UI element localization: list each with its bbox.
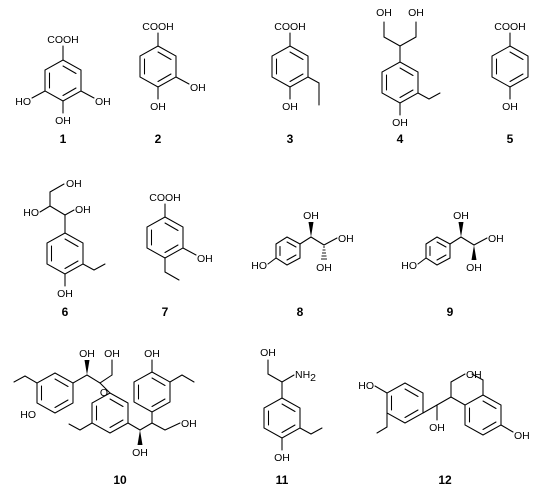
compound-9-oh-label: OH <box>488 233 504 245</box>
compound-8-oh-label: OH <box>338 233 354 245</box>
compound-5-oh-label: OH <box>502 101 518 113</box>
compound-1-oh-label: OH <box>95 96 111 108</box>
compound-3-bonds <box>271 32 320 106</box>
compound-5: COOH OH 5 <box>491 21 529 146</box>
compound-11-bonds <box>263 359 323 451</box>
compound-9-oh-label: OH <box>453 210 469 222</box>
compound-5-bonds <box>491 32 529 100</box>
compound-12: HO OH OH OH 12 <box>358 369 530 487</box>
compound-10-oh-label: OH <box>104 348 120 360</box>
compound-10-oh-label: OH <box>79 348 95 360</box>
compound-12-oh-label: OH <box>466 369 482 381</box>
compound-12-oh-label: OH <box>429 422 445 434</box>
compound-6-oh-label: OH <box>57 288 73 300</box>
compound-10-wedge-bond <box>84 360 90 375</box>
compound-9-ho-label: HO <box>401 260 417 272</box>
compound-10-ether-oxygen-label: O <box>100 387 108 399</box>
compound-2-bonds <box>139 32 190 100</box>
compound-2-oh-label: OH <box>190 82 206 94</box>
compound-10-oh-label: OH <box>132 447 148 459</box>
compound-4-oh-label: OH <box>376 7 392 19</box>
compound-8-number: 8 <box>297 305 304 319</box>
compound-8-oh-label: OH <box>316 262 332 274</box>
compound-4-oh-label: OH <box>392 117 408 129</box>
compound-11-oh-label: OH <box>274 452 290 464</box>
compound-8: OH OH OH HO 8 <box>251 210 354 319</box>
compound-10-oh-label: OH <box>181 418 197 430</box>
compound-3: COOH OH 3 <box>271 21 320 146</box>
compound-12-oh-label: OH <box>514 430 530 442</box>
compound-9-wedge-bond <box>471 245 477 260</box>
compound-12-bonds <box>374 373 514 436</box>
compound-8-ho-label: HO <box>251 260 267 272</box>
compound-7-number: 7 <box>162 305 169 319</box>
compound-7-cooh-label: COOH <box>149 192 181 204</box>
compound-10-number: 10 <box>113 473 127 486</box>
compound-9-number: 9 <box>447 305 454 319</box>
compound-9-wedge-bond <box>458 222 464 237</box>
compound-10-ho-label: HO <box>20 409 36 421</box>
compound-2-oh-label: OH <box>150 101 166 113</box>
compound-6-oh-label: OH <box>66 178 82 190</box>
compound-11-nh-subscript: 2 <box>310 372 316 384</box>
compound-6-number: 6 <box>62 305 69 319</box>
compound-5-cooh-label: COOH <box>494 21 526 33</box>
compound-8-wedge-bond <box>308 222 314 237</box>
compound-1-bonds <box>31 45 95 114</box>
compound-10: OH OH OH OH OH HO O 10 <box>13 348 197 487</box>
compound-8-hashed-bond <box>321 246 327 260</box>
compound-1-ho-label: HO <box>15 96 31 108</box>
compound-1-number: 1 <box>60 132 67 146</box>
compound-11-number: 11 <box>276 473 289 486</box>
compound-4: OH OH OH 4 <box>376 7 441 146</box>
compound-9: OH OH OH HO 9 <box>401 210 504 319</box>
compound-2: COOH OH OH 2 <box>139 21 206 146</box>
compound-4-bonds <box>381 21 441 116</box>
compound-7-bonds <box>146 203 197 281</box>
compound-7-oh-label: OH <box>197 253 213 265</box>
compound-6-ho-label: HO <box>23 207 39 219</box>
compound-6-bonds <box>39 183 106 287</box>
compound-8-bonds <box>267 236 338 266</box>
compound-1-oh-label: OH <box>55 115 71 127</box>
compound-9-bonds <box>417 236 488 266</box>
compound-5-number: 5 <box>507 132 514 146</box>
compound-4-number: 4 <box>397 132 404 146</box>
compound-8-oh-label: OH <box>303 210 319 222</box>
compound-6-oh-label: OH <box>75 204 91 216</box>
compound-3-oh-label: OH <box>282 101 298 113</box>
compound-1-cooh-label: COOH <box>47 34 79 46</box>
compound-6: OH HO OH OH 6 <box>23 178 106 319</box>
compound-10-oh-label: OH <box>144 348 160 360</box>
compound-12-ho-label: HO <box>358 380 374 392</box>
compound-12-number: 12 <box>438 473 452 486</box>
compound-11-nh-text: NH <box>295 369 310 381</box>
compound-3-number: 3 <box>287 132 294 146</box>
compound-4-oh-label: OH <box>408 7 424 19</box>
compound-7: COOH OH 7 <box>146 192 213 319</box>
compound-10-bonds <box>13 359 195 434</box>
compound-11-oh-label: OH <box>260 347 276 359</box>
compound-2-cooh-label: COOH <box>142 21 174 33</box>
compound-10-wedge-bond <box>137 430 143 445</box>
compound-3-cooh-label: COOH <box>274 21 306 33</box>
compound-1: COOH OH OH HO 1 <box>15 34 111 146</box>
compound-2-number: 2 <box>155 132 162 146</box>
compound-11: OH NH2 OH 11 <box>260 347 323 487</box>
compound-11-amine-label: NH2 <box>295 369 316 384</box>
compound-9-oh-label: OH <box>466 262 482 274</box>
